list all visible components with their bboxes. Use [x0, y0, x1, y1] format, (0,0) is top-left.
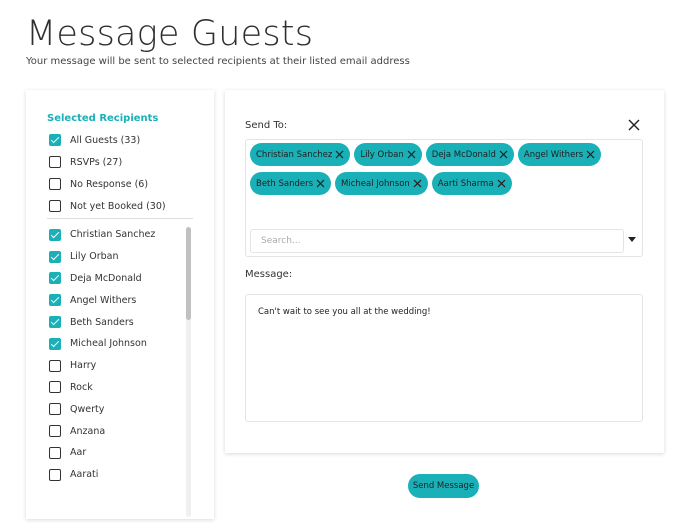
chip-label: Christian Sanchez	[256, 149, 333, 160]
checkbox-label: Rock	[70, 381, 93, 393]
send-to-label: Send To:	[245, 120, 288, 131]
checkbox[interactable]	[49, 446, 61, 459]
guest-item[interactable]: Christian Sanchez	[49, 224, 189, 246]
divider	[47, 218, 193, 219]
remove-icon[interactable]	[586, 150, 595, 159]
page-title: Message Guests	[26, 14, 314, 54]
checkbox-label: No Response (6)	[70, 178, 149, 190]
chip-label: Angel Withers	[523, 149, 584, 160]
checkbox-label: Harry	[70, 360, 97, 372]
checkbox[interactable]	[49, 337, 61, 350]
checkbox[interactable]	[49, 134, 61, 146]
filter-no-response[interactable]: No Response (6)	[49, 173, 199, 195]
checkbox-label: RSVPs (27)	[70, 156, 123, 168]
checkbox-label: All Guests (33)	[70, 134, 141, 146]
guest-item[interactable]: Deja McDonald	[49, 268, 189, 290]
remove-icon[interactable]	[335, 150, 344, 159]
chip-label: Lily Orban	[360, 149, 404, 160]
checkbox-label: Micheal Johnson	[70, 338, 147, 350]
filter-not-yet-booked[interactable]: Not yet Booked (30)	[49, 195, 199, 217]
guest-item[interactable]: Angel Withers	[49, 289, 189, 311]
guest-item[interactable]: Harry	[49, 355, 189, 377]
checkbox-label: Lily Orban	[70, 251, 119, 263]
guest-item[interactable]: Anzana	[49, 420, 189, 442]
checkbox[interactable]	[49, 272, 61, 285]
send-message-button[interactable]: Send Message	[408, 474, 479, 498]
checkbox-label: Aarati	[70, 469, 99, 481]
chevron-down-icon[interactable]	[628, 237, 636, 242]
checkbox-label: Beth Sanders	[70, 316, 134, 328]
remove-icon[interactable]	[316, 179, 325, 188]
search-input[interactable]	[250, 229, 624, 253]
chip-label: Micheal Johnson	[341, 178, 410, 189]
guest-item[interactable]: Micheal Johnson	[49, 333, 189, 355]
compose-panel: Send To: Christian Sanchez Lily Orban De…	[225, 90, 664, 453]
filter-all-guests[interactable]: All Guests (33)	[49, 129, 199, 151]
checkbox-label: Angel Withers	[70, 294, 137, 306]
checkbox[interactable]	[49, 156, 61, 168]
checkbox[interactable]	[49, 200, 61, 212]
checkbox[interactable]	[49, 468, 61, 481]
guest-item[interactable]: Aar	[49, 442, 189, 464]
checkbox[interactable]	[49, 250, 61, 263]
recipients-heading: Selected Recipients	[47, 113, 159, 124]
remove-icon[interactable]	[413, 179, 422, 188]
recipient-chip[interactable]: Deja McDonald	[425, 143, 514, 166]
scrollbar-track[interactable]	[186, 227, 191, 517]
checkbox[interactable]	[49, 381, 61, 394]
checkbox-label: Anzana	[70, 425, 106, 437]
recipient-chips: Christian Sanchez Lily Orban Deja McDona…	[250, 143, 610, 201]
recipient-chip[interactable]: Micheal Johnson	[335, 172, 428, 195]
guest-item[interactable]: Qwerty	[49, 398, 189, 420]
filter-list: All Guests (33) RSVPs (27) No Response (…	[49, 129, 199, 217]
checkbox[interactable]	[49, 359, 61, 372]
guest-item[interactable]: Aarati	[49, 464, 189, 486]
message-textarea[interactable]: Can't wait to see you all at the wedding…	[245, 294, 643, 422]
recipients-panel: Selected Recipients All Guests (33) RSVP…	[26, 90, 214, 519]
recipient-chip[interactable]: Aarti Sharma	[431, 172, 512, 195]
remove-icon[interactable]	[499, 150, 508, 159]
guest-item[interactable]: Rock	[49, 377, 189, 399]
checkbox[interactable]	[49, 228, 61, 241]
checkbox-label: Not yet Booked (30)	[70, 200, 166, 212]
checkbox-label: Christian Sanchez	[70, 229, 156, 241]
recipient-chip[interactable]: Angel Withers	[517, 143, 602, 166]
close-icon[interactable]	[627, 118, 641, 132]
guest-item[interactable]: Beth Sanders	[49, 311, 189, 333]
checkbox-label: Qwerty	[70, 403, 105, 415]
remove-icon[interactable]	[497, 179, 506, 188]
scrollbar-thumb[interactable]	[186, 227, 191, 320]
remove-icon[interactable]	[407, 150, 416, 159]
recipient-chip[interactable]: Christian Sanchez	[250, 143, 351, 166]
checkbox[interactable]	[49, 403, 61, 416]
checkbox[interactable]	[49, 316, 61, 329]
chip-label: Beth Sanders	[256, 178, 314, 189]
checkbox[interactable]	[49, 178, 61, 190]
close-icon-glyph	[628, 119, 640, 131]
recipient-chip[interactable]: Lily Orban	[354, 143, 422, 166]
guest-list: Christian Sanchez Lily Orban Deja McDona…	[49, 224, 189, 519]
filter-rsvps[interactable]: RSVPs (27)	[49, 151, 199, 173]
page-subtitle: Your message will be sent to selected re…	[26, 56, 410, 67]
checkbox[interactable]	[49, 294, 61, 307]
chip-label: Deja McDonald	[431, 149, 496, 160]
recipients-field[interactable]: Christian Sanchez Lily Orban Deja McDona…	[245, 139, 643, 257]
recipient-chip[interactable]: Beth Sanders	[250, 172, 332, 195]
checkbox[interactable]	[49, 425, 61, 438]
message-label: Message:	[245, 269, 293, 280]
guest-item[interactable]: Lily Orban	[49, 246, 189, 268]
checkbox-label: Deja McDonald	[70, 272, 142, 284]
checkbox-label: Aar	[70, 447, 87, 459]
chip-label: Aarti Sharma	[437, 178, 494, 189]
